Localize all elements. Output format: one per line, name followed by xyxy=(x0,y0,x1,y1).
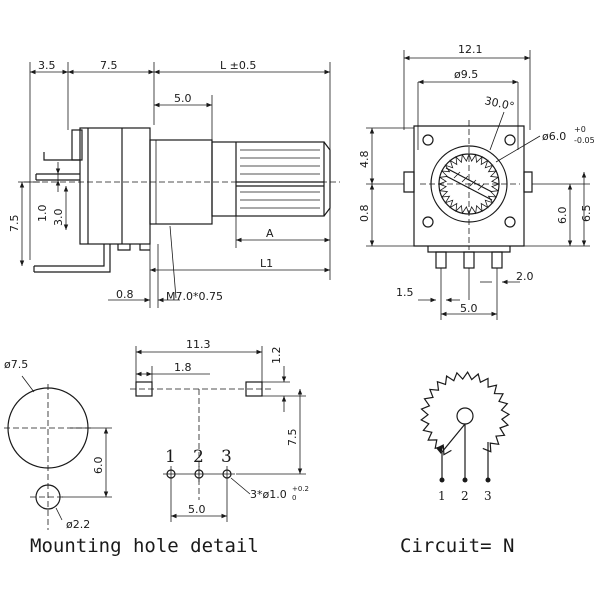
thread-spec: M7.0*0.75 xyxy=(166,290,223,303)
wiper-hub xyxy=(456,407,474,425)
front-view: 12.1 ø9.5 30.0° ø6.0 +0 -0.05 4.8 0.8 6.… xyxy=(358,43,595,320)
dim-3-0: 3.0 xyxy=(52,209,65,227)
mount-pin-3: 3 xyxy=(221,447,232,467)
dim-2-0: 2.0 xyxy=(516,270,534,283)
dim-l1: L1 xyxy=(260,257,273,270)
mount-dim-11-3: 11.3 xyxy=(186,338,211,351)
wiper-arrow xyxy=(436,444,444,454)
dim-6-0: 6.0 xyxy=(556,207,569,225)
dim-dia-9-5: ø9.5 xyxy=(454,68,478,81)
mount-dim-6-0: 6.0 xyxy=(92,457,105,475)
dim-5-0-pins: 5.0 xyxy=(460,302,478,315)
mount-dim-5-0: 5.0 xyxy=(188,503,206,516)
dim-3-5: 3.5 xyxy=(38,59,56,72)
circuit-diagram: 1 2 3 Circuit= N xyxy=(400,370,514,557)
dim-0-8-bottom: 0.8 xyxy=(116,288,134,301)
wiper-line xyxy=(441,423,466,453)
circuit-pin-2: 2 xyxy=(461,489,469,503)
side-view: 3.5 7.5 L ±0.5 5.0 7.5 1.0 3.0 A L1 0.8 … xyxy=(8,59,340,308)
circuit-caption: Circuit= N xyxy=(400,535,514,557)
mount-dim-1-8: 1.8 xyxy=(174,361,192,374)
dim-1-0: 1.0 xyxy=(36,205,49,223)
circuit-pin-1: 1 xyxy=(438,489,446,503)
mount-dim-1-2: 1.2 xyxy=(270,347,283,365)
dim-7-5: 7.5 xyxy=(100,59,118,72)
dim-a: A xyxy=(266,227,274,240)
dim-12-1: 12.1 xyxy=(458,43,483,56)
dim-6-5: 6.5 xyxy=(580,205,593,223)
dim-1-5: 1.5 xyxy=(396,286,414,299)
dim-7-5-height: 7.5 xyxy=(8,215,21,233)
mount-dia-2-2: ø2.2 xyxy=(66,518,90,531)
dim-angle: 30.0° xyxy=(483,94,515,113)
dim-l-tolerance: L ±0.5 xyxy=(220,59,256,72)
dim-shaft-tol-lower: -0.05 xyxy=(574,136,595,145)
dim-shaft-dia: ø6.0 xyxy=(542,130,566,143)
mount-dim-7-5: 7.5 xyxy=(286,429,299,447)
mounting-caption: Mounting hole detail xyxy=(30,535,259,557)
mount-hole-tol-upper: +0.2 xyxy=(292,485,309,493)
mount-pin-2: 2 xyxy=(193,447,204,467)
mounting-detail: ø7.5 6.0 ø2.2 11.3 1.8 1.2 7.5 5.0 1 2 3… xyxy=(4,338,309,557)
gear-outline xyxy=(420,370,511,456)
dim-4-8: 4.8 xyxy=(358,151,371,169)
dim-5-0-shaft: 5.0 xyxy=(174,92,192,105)
circuit-pin-3: 3 xyxy=(484,489,492,503)
mount-hole-tol-lower: 0 xyxy=(292,494,296,502)
mount-pin-1: 1 xyxy=(165,447,176,467)
mount-hole-note: 3*ø1.0 xyxy=(250,488,287,501)
mount-dia-7-5: ø7.5 xyxy=(4,358,28,371)
dim-0-8: 0.8 xyxy=(358,205,371,223)
dim-shaft-tol-upper: +0 xyxy=(574,125,586,134)
